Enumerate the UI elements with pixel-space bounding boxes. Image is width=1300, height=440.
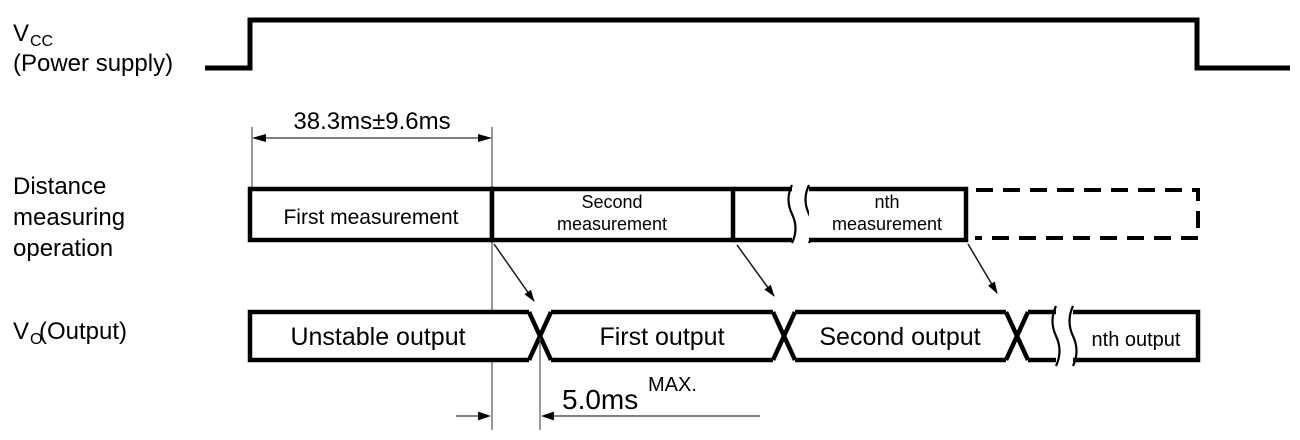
first-result-arrow xyxy=(493,243,535,302)
first-measurement-label: First measurement xyxy=(283,206,458,229)
first-output-segment xyxy=(551,309,773,363)
startup-time-label: 38.3ms±9.6ms xyxy=(293,108,450,135)
vcc-description: (Power supply) xyxy=(13,50,173,77)
output-time-break-right xyxy=(1068,305,1078,367)
operation-label-line1: Distance xyxy=(13,173,106,200)
output-band-background xyxy=(250,312,1198,360)
first-output-label: First output xyxy=(599,323,724,351)
second-measurement-label-line2: measurement xyxy=(557,214,667,234)
second-output-label: Second output xyxy=(819,323,980,351)
vo-subscript: O xyxy=(30,331,42,348)
vcc-waveform xyxy=(205,17,1290,71)
nth-output-box xyxy=(1073,309,1201,363)
nth-measurement-label-line1: nth xyxy=(874,192,899,212)
unstable-output-label: Unstable output xyxy=(290,323,465,351)
vo-description: (Output) xyxy=(39,318,127,345)
output-transition-x-1 xyxy=(526,311,554,361)
output-gap-segment xyxy=(1028,309,1056,363)
nth-result-arrow xyxy=(967,243,998,294)
operation-label-line2: measuring xyxy=(13,204,125,231)
nth-measurement-box xyxy=(809,186,969,243)
measurement-time-break-left xyxy=(787,184,797,244)
first-measurement-box xyxy=(247,186,495,243)
startup-dimension-arrowhead-right xyxy=(478,134,492,142)
operation-label-line3: operation xyxy=(13,235,113,262)
second-result-arrow xyxy=(736,244,775,297)
output-transition-x-3 xyxy=(1003,311,1031,361)
delay-dimension-arrowhead-right xyxy=(541,411,554,421)
delay-dimension-arrowhead-left xyxy=(478,411,491,421)
second-measurement-label-line1: Second xyxy=(581,192,642,212)
nth-measurement-label-line2: measurement xyxy=(832,214,942,234)
vo-label: V xyxy=(13,318,29,345)
output-delay-qualifier: MAX. xyxy=(648,374,697,396)
vcc-label: V xyxy=(13,20,29,47)
unstable-output-segment xyxy=(247,309,529,363)
output-delay-label: 5.0ms xyxy=(562,384,638,415)
output-time-break-left xyxy=(1051,305,1061,367)
vcc-subscript: CC xyxy=(30,33,53,50)
measurement-gap-segment xyxy=(733,186,792,243)
output-transition-x-2 xyxy=(770,311,798,361)
nth-output-label: nth output xyxy=(1092,329,1181,351)
startup-dimension-arrowhead-left xyxy=(252,134,266,142)
second-measurement-box xyxy=(489,186,736,243)
second-output-segment xyxy=(795,309,1006,363)
future-measurement-box-dashed xyxy=(975,188,1200,240)
